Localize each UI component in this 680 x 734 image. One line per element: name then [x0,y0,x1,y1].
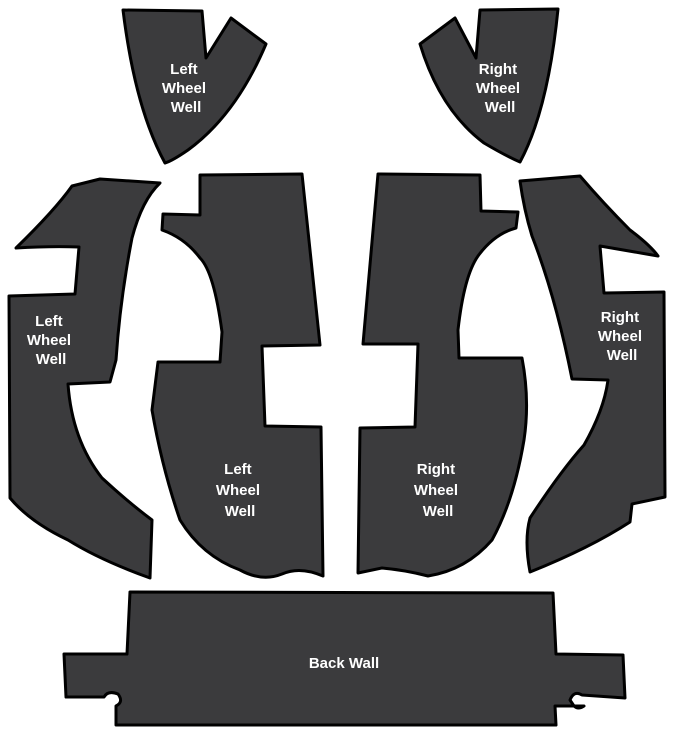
piece-back-wall: Back Wall [62,590,627,727]
piece-shape [518,174,667,574]
label-line: Left [170,61,198,78]
piece-left-wheel-well-top: Left Wheel Well [121,8,268,165]
piece-left-wheel-well-outer: Left Wheel Well [7,177,162,580]
label-line: Wheel [27,332,71,349]
label-line: Wheel [598,328,642,345]
label-line: Well [225,503,256,520]
label-line: Right [601,309,639,326]
piece-label: Left Wheel Well [27,313,75,368]
piece-shape [150,172,325,579]
piece-label: Right Wheel Well [414,461,462,520]
label-line: Well [607,347,638,364]
piece-right-wheel-well-outer: Right Wheel Well [518,174,667,574]
label-line: Wheel [162,80,206,97]
piece-right-wheel-well-top: Right Wheel Well [418,7,560,164]
piece-label: Left Wheel Well [162,61,210,116]
label-line: Well [485,99,516,116]
label-line: Wheel [476,80,520,97]
label-line: Wheel [216,482,260,499]
label-line: Back Wall [309,655,379,672]
piece-right-wheel-well-inner: Right Wheel Well [356,172,529,578]
piece-label: Right Wheel Well [598,309,646,364]
piece-label: Back Wall [309,655,379,672]
label-line: Right [479,61,517,78]
piece-left-wheel-well-inner: Left Wheel Well [150,172,325,579]
label-line: Right [417,461,455,478]
piece-shape [62,590,627,727]
piece-shape [418,7,560,164]
piece-shape [121,8,268,165]
label-line: Left [35,313,63,330]
piece-shape [356,172,529,578]
label-line: Left [224,461,252,478]
piece-shape [7,177,162,580]
label-line: Well [171,99,202,116]
label-line: Well [36,351,67,368]
label-line: Well [423,503,454,520]
piece-label: Right Wheel Well [476,61,524,116]
label-line: Wheel [414,482,458,499]
piece-label: Left Wheel Well [216,461,264,520]
